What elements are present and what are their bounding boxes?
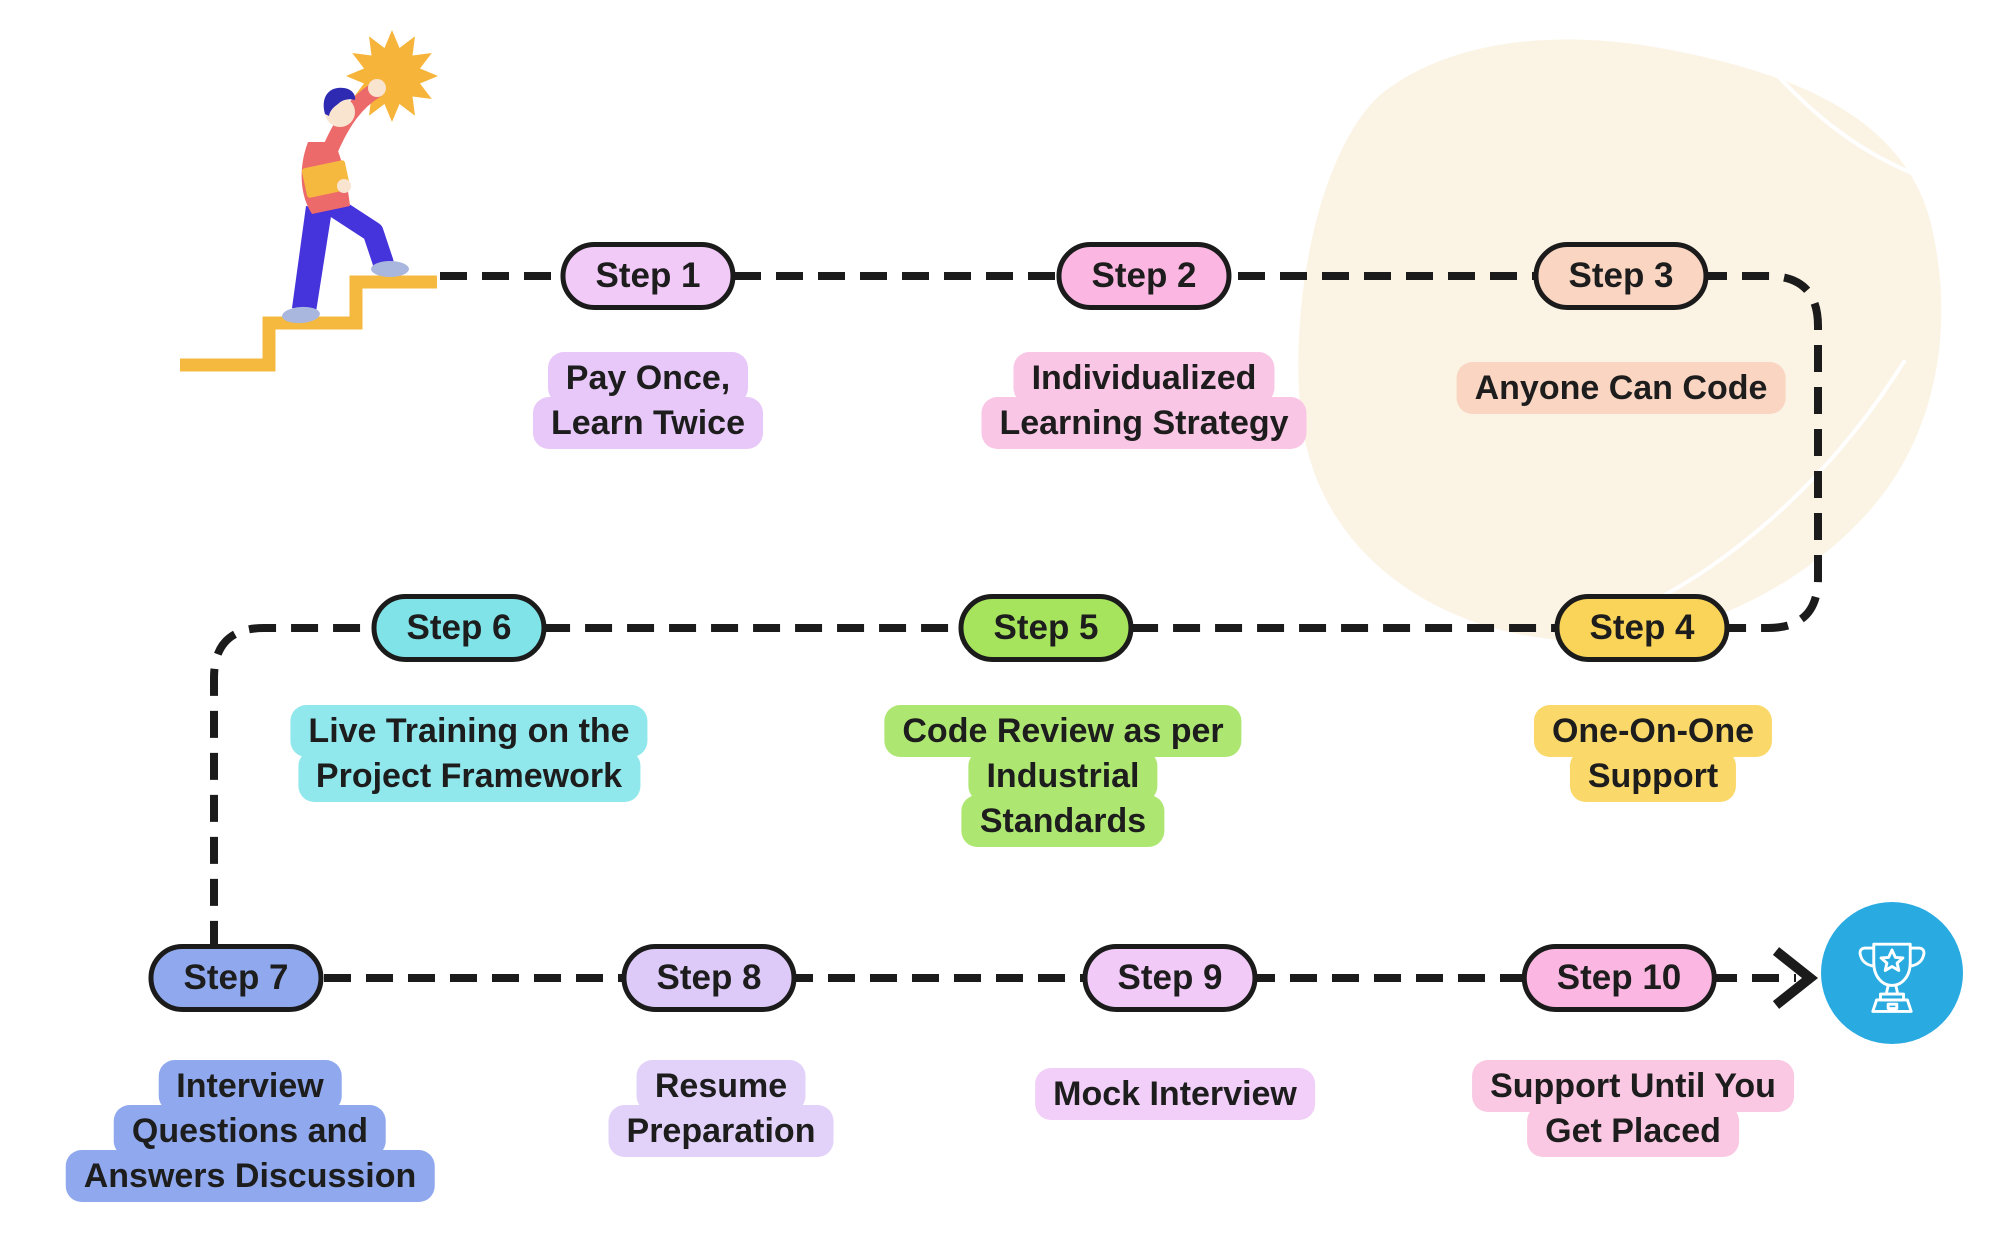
step-title-line: Answers Discussion xyxy=(65,1150,435,1202)
stairs xyxy=(180,275,437,372)
step-title-line: Individualized xyxy=(1013,352,1275,404)
step-title-line: Learning Strategy xyxy=(981,397,1307,449)
person-illustration xyxy=(282,79,409,324)
step-title-line: One-On-One xyxy=(1533,705,1773,757)
step-pill-9: Step 9 xyxy=(1082,944,1258,1012)
step-pill-7: Step 7 xyxy=(148,944,324,1012)
star-icon xyxy=(346,30,438,122)
connector-path-main xyxy=(210,272,1822,944)
step-title-5: Code Review as per Industrial Standards xyxy=(884,705,1242,847)
step-title-3: Anyone Can Code xyxy=(1456,362,1786,414)
step-pill-10: Step 10 xyxy=(1521,944,1717,1012)
step-title-line: Interview xyxy=(158,1060,342,1112)
step-title-line: Project Framework xyxy=(297,750,641,802)
step-title-line: Code Review as per xyxy=(884,705,1242,757)
step-title-line: Mock Interview xyxy=(1035,1068,1315,1120)
step-title-line: Questions and xyxy=(113,1105,387,1157)
step-pill-2: Step 2 xyxy=(1056,242,1232,310)
step-title-line: Preparation xyxy=(608,1105,834,1157)
step-title-4: One-On-One Support xyxy=(1533,705,1773,802)
step-title-6: Live Training on the Project Framework xyxy=(290,705,648,802)
step-pill-6: Step 6 xyxy=(371,594,547,662)
step-title-7: Interview Questions and Answers Discussi… xyxy=(65,1060,435,1202)
step-title-line: Get Placed xyxy=(1527,1105,1739,1157)
step-title-line: Resume xyxy=(636,1060,806,1112)
trophy-circle xyxy=(1821,902,1963,1044)
blob-swirl-top xyxy=(1748,43,1931,182)
step-title-10: Support Until You Get Placed xyxy=(1472,1060,1794,1157)
arrowhead xyxy=(1772,947,1819,1009)
step-pill-5: Step 5 xyxy=(958,594,1134,662)
step-title-line: Support Until You xyxy=(1472,1060,1794,1112)
step-title-line: Industrial xyxy=(968,750,1158,802)
step-title-8: Resume Preparation xyxy=(608,1060,834,1157)
step-pill-4: Step 4 xyxy=(1554,594,1730,662)
step-title-9: Mock Interview xyxy=(1035,1068,1315,1120)
step-title-1: Pay Once, Learn Twice xyxy=(533,352,763,449)
step-title-line: Support xyxy=(1569,750,1737,802)
step-title-line: Pay Once, xyxy=(547,352,749,404)
trophy-icon xyxy=(1858,942,1926,1013)
background-blob xyxy=(1298,39,1942,642)
step-pill-3: Step 3 xyxy=(1533,242,1709,310)
step-title-line: Live Training on the xyxy=(290,705,648,757)
step-pill-8: Step 8 xyxy=(621,944,797,1012)
step-pill-1: Step 1 xyxy=(560,242,736,310)
step-title-2: Individualized Learning Strategy xyxy=(981,352,1307,449)
step-title-line: Learn Twice xyxy=(533,397,763,449)
step-title-line: Standards xyxy=(961,795,1165,847)
step-title-line: Anyone Can Code xyxy=(1456,362,1786,414)
